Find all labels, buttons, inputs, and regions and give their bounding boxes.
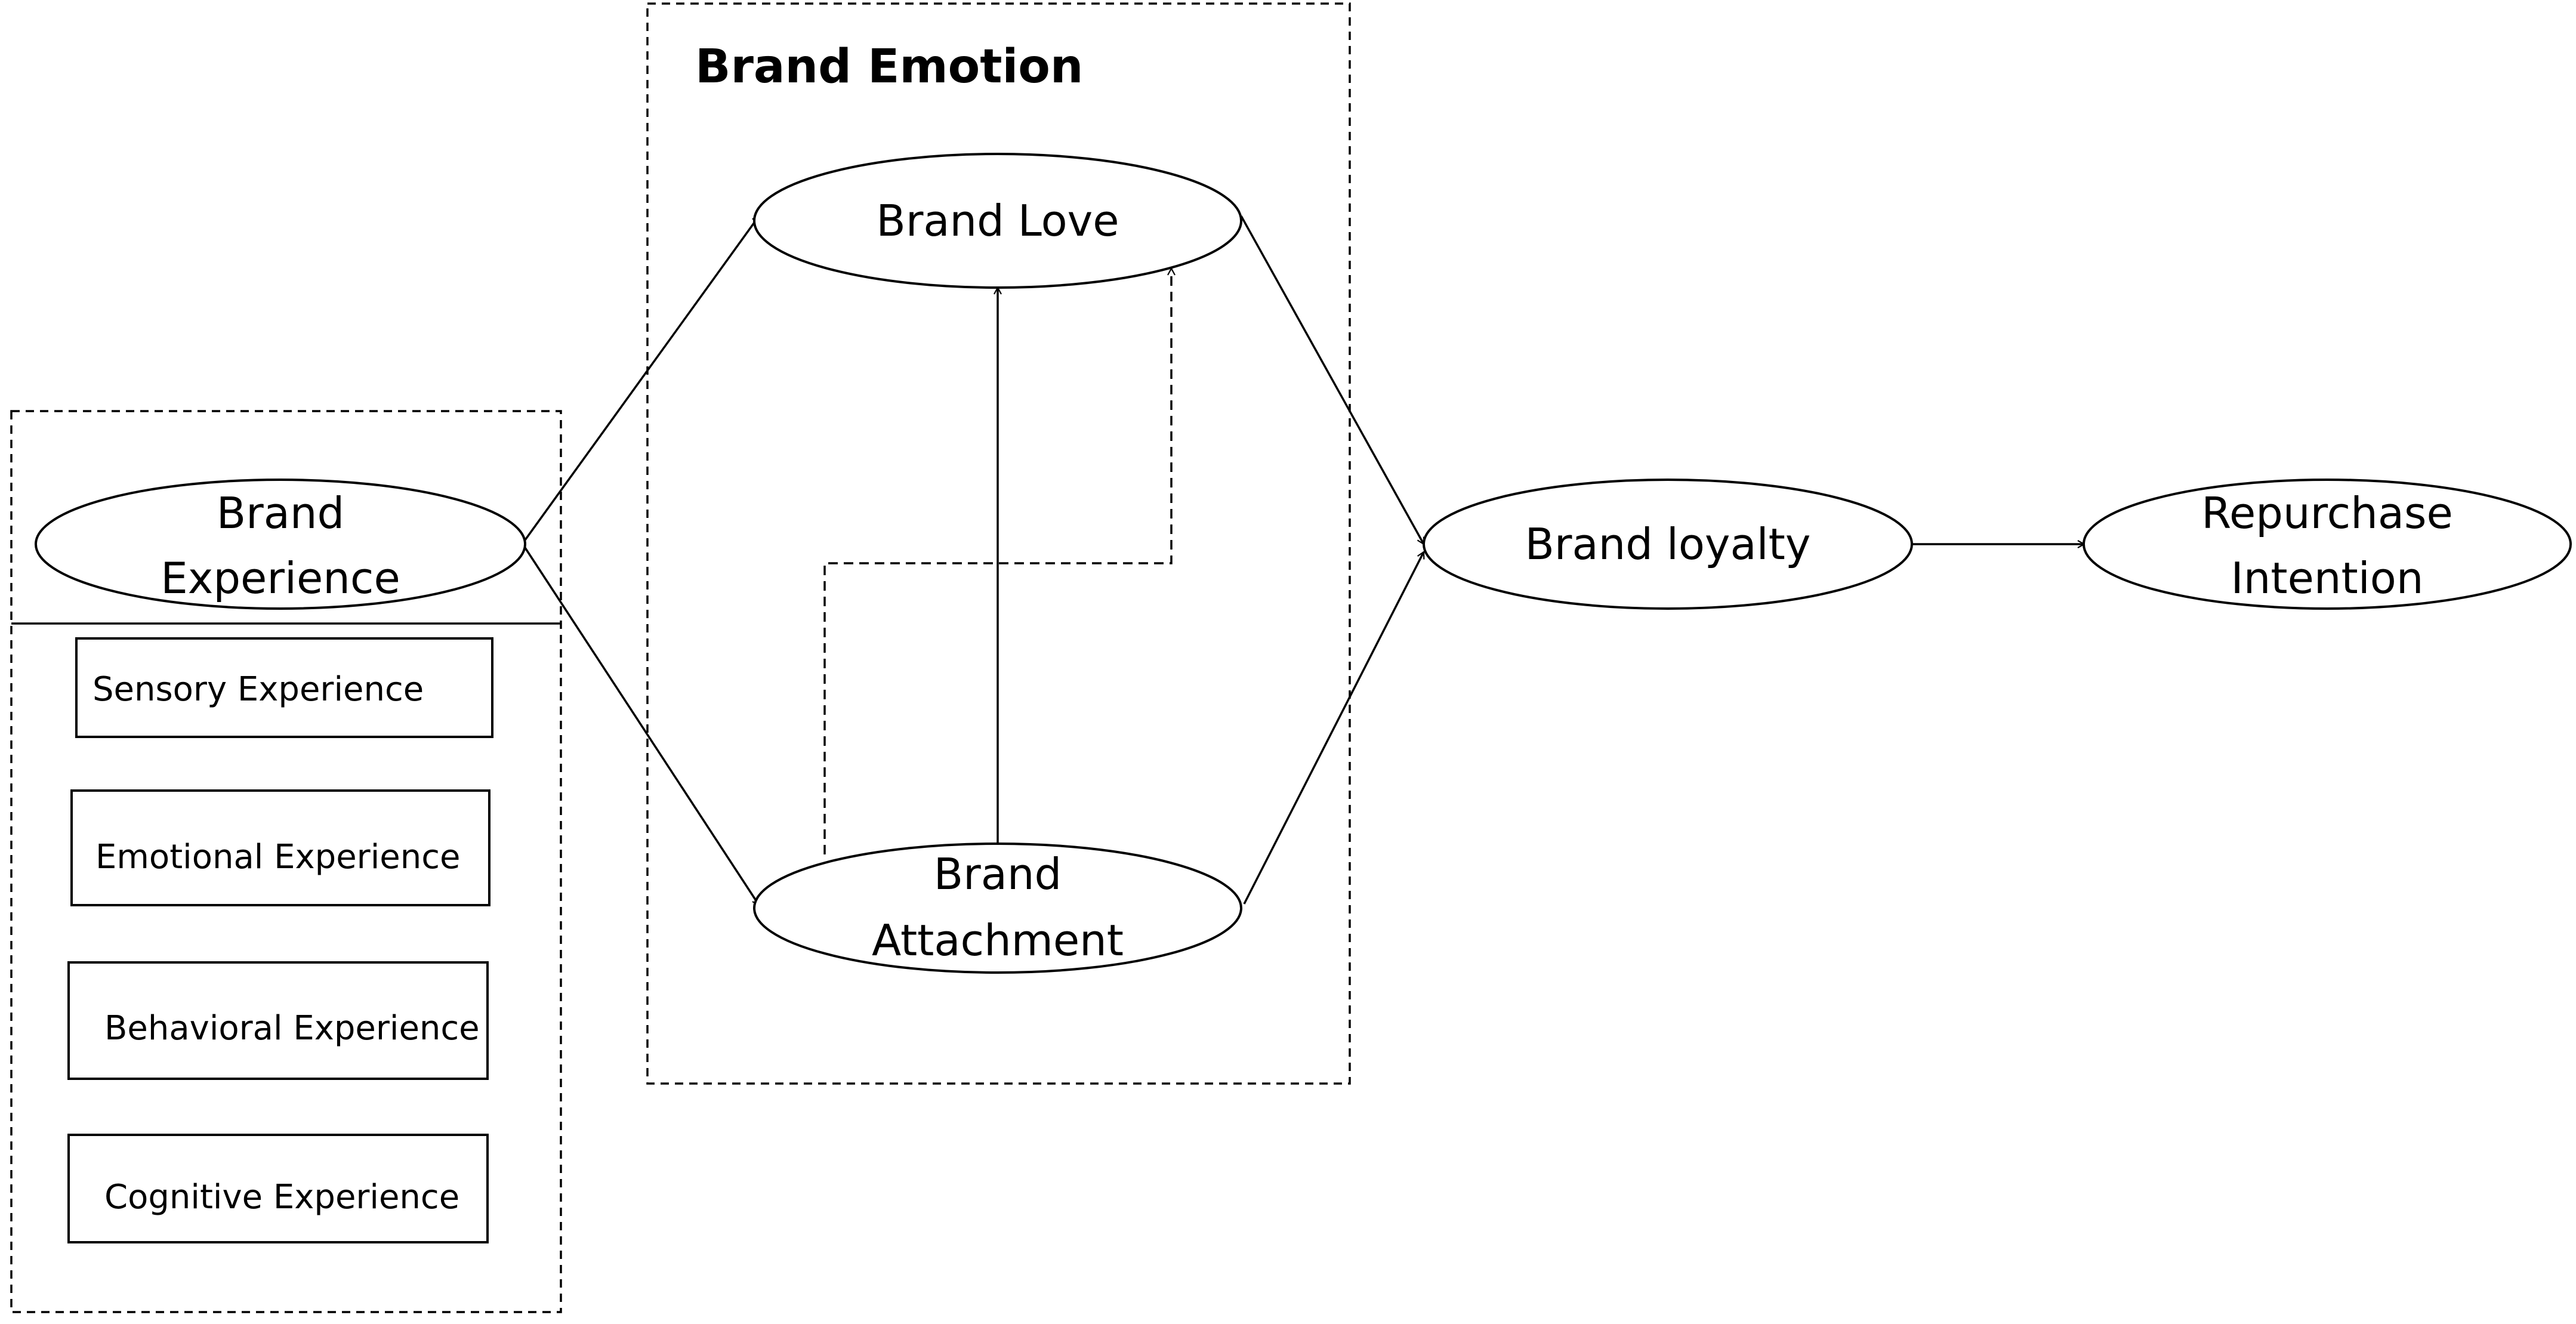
svg-text:Brand loyalty: Brand loyalty — [1525, 519, 1811, 569]
node-repurchase-intention: Repurchase Intention — [2083, 479, 2572, 610]
brand-emotion-title: Brand Emotion — [695, 40, 1083, 94]
svg-text:Brand: Brand — [217, 488, 344, 538]
svg-text:Brand: Brand — [934, 849, 1062, 899]
svg-text:Intention: Intention — [2231, 553, 2424, 603]
dimension-cognitive-experience: Cognitive Experience — [67, 1134, 489, 1243]
edge-experience-to-attachment — [524, 547, 760, 905]
edge-attachment-to-love-dashed — [823, 268, 1171, 854]
svg-text:Brand Love: Brand Love — [876, 196, 1119, 246]
dimension-sensory-experience: Sensory Experience — [75, 637, 493, 738]
dimension-emotional-experience: Emotional Experience — [70, 789, 490, 906]
edge-attachment-to-loyalty — [1243, 552, 1425, 905]
brand-experience-group-frame — [10, 410, 562, 1313]
node-brand-attachment: Brand Attachment — [753, 842, 1242, 974]
svg-text:Emotional Experience: Emotional Experience — [95, 838, 460, 877]
node-brand-loyalty: Brand loyalty — [1423, 479, 1913, 610]
svg-text:Cognitive Experience: Cognitive Experience — [104, 1178, 459, 1217]
edge-love-to-loyalty — [1240, 215, 1425, 544]
svg-text:Attachment: Attachment — [872, 915, 1124, 965]
svg-text:Repurchase: Repurchase — [2201, 488, 2453, 538]
dimension-behavioral-experience: Behavioral Experience — [67, 961, 489, 1080]
svg-text:Behavioral Experience: Behavioral Experience — [104, 1009, 480, 1048]
svg-text:Experience: Experience — [161, 553, 400, 603]
node-brand-experience: Brand Experience — [35, 479, 526, 610]
svg-text:Sensory Experience: Sensory Experience — [92, 670, 424, 709]
brand-emotion-group-frame — [646, 2, 1351, 1085]
node-brand-love: Brand Love — [753, 153, 1242, 289]
edge-experience-to-love — [524, 216, 760, 541]
